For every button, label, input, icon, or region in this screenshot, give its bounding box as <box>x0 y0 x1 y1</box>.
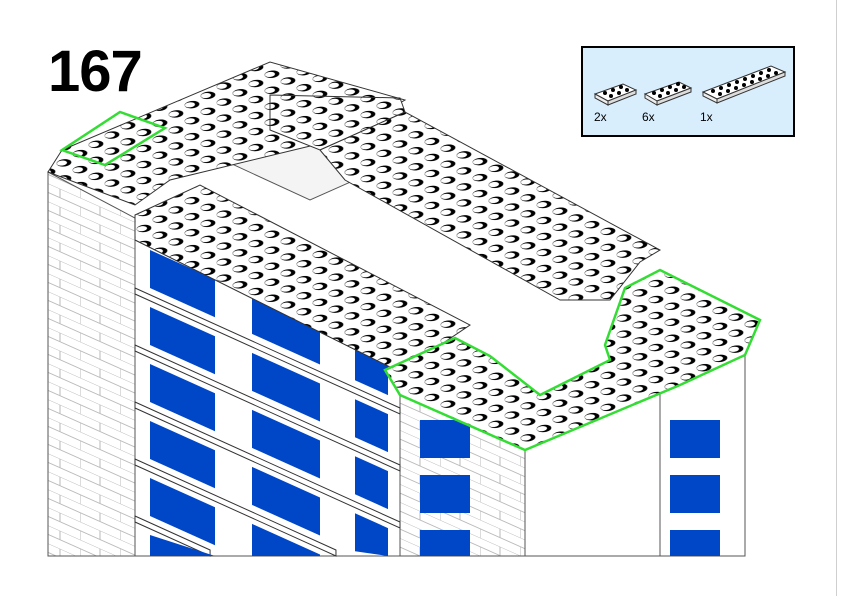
window <box>150 478 215 546</box>
part-quantity: 1x <box>700 110 713 124</box>
windows <box>134 250 720 557</box>
new-part-highlights <box>59 110 762 452</box>
parts-list-box: 2x 6x 1x <box>581 46 795 137</box>
window <box>355 456 388 510</box>
window <box>150 364 215 432</box>
left-wall <box>47 171 136 557</box>
window <box>150 535 215 556</box>
floor-ledge <box>134 287 401 415</box>
step-number: 167 <box>48 39 143 104</box>
right-long-plate <box>319 111 662 301</box>
window <box>670 530 720 556</box>
highlight-corner <box>383 268 762 452</box>
window <box>420 475 470 513</box>
plate-2x4-icon <box>643 81 693 106</box>
window <box>252 295 320 365</box>
page-edge <box>836 0 837 596</box>
window <box>252 409 320 479</box>
window <box>252 352 320 422</box>
window <box>150 421 215 489</box>
part-quantity: 2x <box>594 110 607 124</box>
plate-2x8-icon <box>701 65 787 104</box>
plate-2x3-icon <box>593 83 638 106</box>
part-quantity: 6x <box>642 110 655 124</box>
window <box>150 250 215 318</box>
floor-ledge <box>134 401 401 529</box>
highlight-top-left <box>59 110 168 167</box>
window <box>150 307 215 375</box>
window <box>420 420 470 458</box>
top-plates <box>47 61 761 451</box>
window <box>420 530 470 556</box>
window <box>252 523 320 556</box>
floor-ledge <box>134 458 337 557</box>
window <box>355 513 388 556</box>
window <box>670 420 720 458</box>
window <box>670 475 720 513</box>
window <box>252 466 320 536</box>
window <box>355 399 388 453</box>
floor-ledge <box>134 344 401 472</box>
